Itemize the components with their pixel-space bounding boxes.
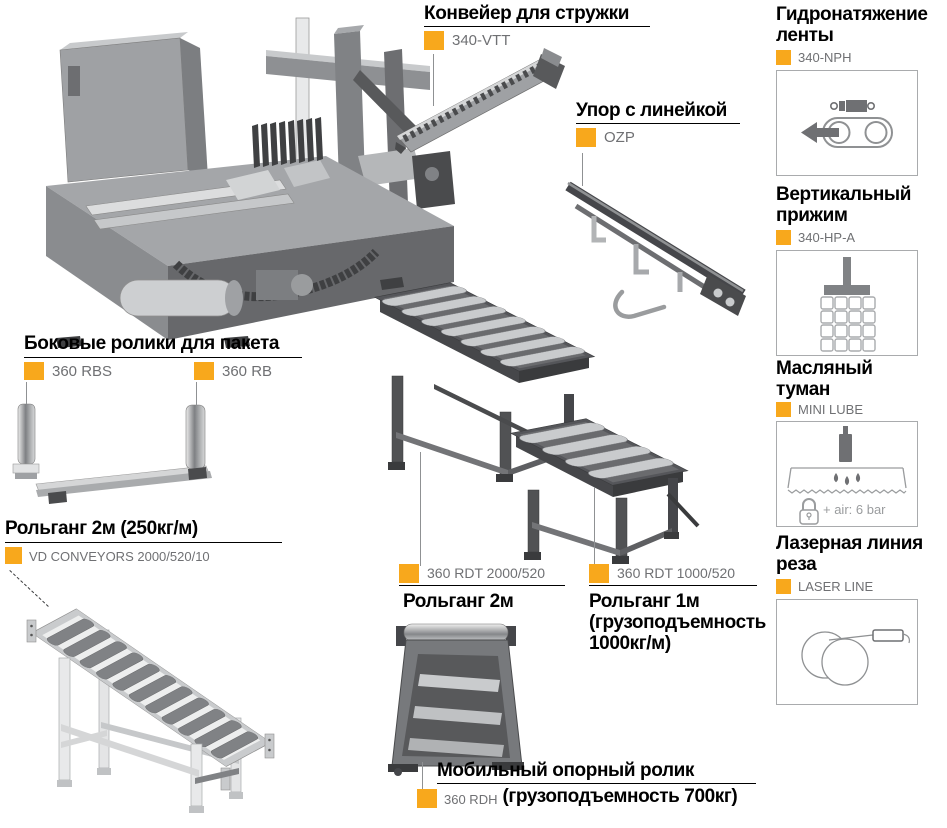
ruler-stop-label: Упор с линейкой OZP [576,100,740,147]
ruler-stop-code: OZP [604,129,635,146]
oil-mist-title: Масляный туман [776,358,873,400]
leader-line [420,452,421,566]
mobile-roller-code: 360 RDH [444,792,498,807]
belt-tension-icon [801,100,893,148]
laser-line-icon [801,629,910,686]
mobile-roller-title: Мобильный опорный ролик [437,760,695,781]
mobile-roller-rule [437,783,756,784]
roller-tables-illustration [373,282,700,564]
bandsaw-machine-illustration [46,17,455,348]
side-rollers-rule [24,357,302,358]
leader-line [196,382,197,406]
accent-swatch [576,128,596,147]
belt-tension-pictogram-box [776,70,918,176]
leader-line [422,762,423,792]
side-rollers-title: Боковые ролики для пакета [24,333,280,354]
side-rollers-code-left: 360 RBS [52,363,113,380]
mobile-roller-header: Мобильный опорный ролик [437,760,756,784]
accent-swatch [194,362,214,380]
option-card-belt-tension: Гидронатяжение ленты 340-NPH [776,4,946,176]
accent-swatch [589,564,609,583]
roller-table-1m-title: Рольганг 1м (грузоподъемность 1000кг/м) [589,591,766,654]
laser-line-pictogram-box [776,599,918,705]
leader-line [594,487,595,566]
belt-tension-code: 340-NPH [798,50,852,65]
laser-line-code: LASER LINE [798,579,874,594]
accent-swatch [776,230,791,245]
roller-table-1m-rule [589,585,757,586]
option-card-laser-line: Лазерная линия реза LASER LINE [776,533,946,705]
roller-table-1m-code: 360 RDT 1000/520 [617,565,736,581]
accent-swatch [776,579,791,594]
leader-line [433,54,434,106]
roller-conveyor-2m-rule [5,542,282,543]
oil-mist-pictogram-box: + air: 6 bar [776,421,918,527]
ruler-stop-illustration [565,181,746,319]
chip-conveyor-rule [424,26,650,27]
accent-swatch [776,402,791,417]
accent-swatch [776,50,791,65]
roller-conveyor-2m-code: VD CONVEYORS 2000/520/10 [29,549,210,564]
chip-conveyor-label: Конвейер для стружки 340-VTT [424,3,650,50]
ruler-stop-rule [576,123,740,124]
belt-tension-title: Гидронатяжение ленты [776,4,928,46]
roller-table-1m-label: 360 RDT 1000/520 Рольганг 1м (грузоподъе… [589,564,766,654]
light-conveyor-illustration [26,608,275,813]
chip-conveyor-code: 340-VTT [452,32,511,49]
mobile-roller-code-row: 360 RDH (грузоподъемность 700кг) [417,786,738,808]
chip-conveyor-title: Конвейер для стружки [424,3,629,24]
vertical-clamp-pictogram-box [776,250,918,356]
leader-line [26,382,27,404]
option-card-oil-mist: Масляный туман MINI LUBE + air: 6 b [776,358,946,527]
roller-table-2m-title: Рольганг 2м [403,591,514,612]
ruler-stop-title: Упор с линейкой [576,100,727,121]
side-rollers-label: Боковые ролики для пакета 360 RBS 360 RB [24,333,304,380]
side-rollers-illustration [12,403,212,504]
vertical-clamp-title: Вертикальный прижим [776,184,912,226]
chip-conveyor-illustration [395,48,565,154]
vertical-clamp-code: 340-HP-A [798,230,856,245]
accent-swatch [399,564,419,583]
accent-swatch [424,31,444,50]
oil-mist-code: MINI LUBE [798,402,864,417]
leader-line [582,153,583,186]
laser-line-title: Лазерная линия реза [776,533,923,575]
mobile-roller-capacity: (грузоподъемность 700кг) [502,786,738,807]
roller-conveyor-2m-title: Рольганг 2м (250кг/м) [5,518,198,539]
side-rollers-code-right: 360 RB [222,363,273,380]
option-card-vertical-clamp: Вертикальный прижим 340-HP-A [776,184,946,356]
roller-table-2m-label: 360 RDT 2000/520 Рольганг 2м [399,564,565,612]
roller-table-2m-code: 360 RDT 2000/520 [427,565,546,581]
oil-mist-icon [787,426,907,525]
roller-table-2m-rule [399,585,565,586]
accent-swatch [24,362,44,380]
vertical-clamp-icon [820,257,876,352]
mobile-roller-illustration [388,623,524,776]
accent-swatch [5,547,22,564]
roller-conveyor-2m-label: Рольганг 2м (250кг/м) VD CONVEYORS 2000/… [5,518,282,564]
accent-swatch [417,789,437,808]
oil-mist-note: + air: 6 bar [823,502,886,517]
